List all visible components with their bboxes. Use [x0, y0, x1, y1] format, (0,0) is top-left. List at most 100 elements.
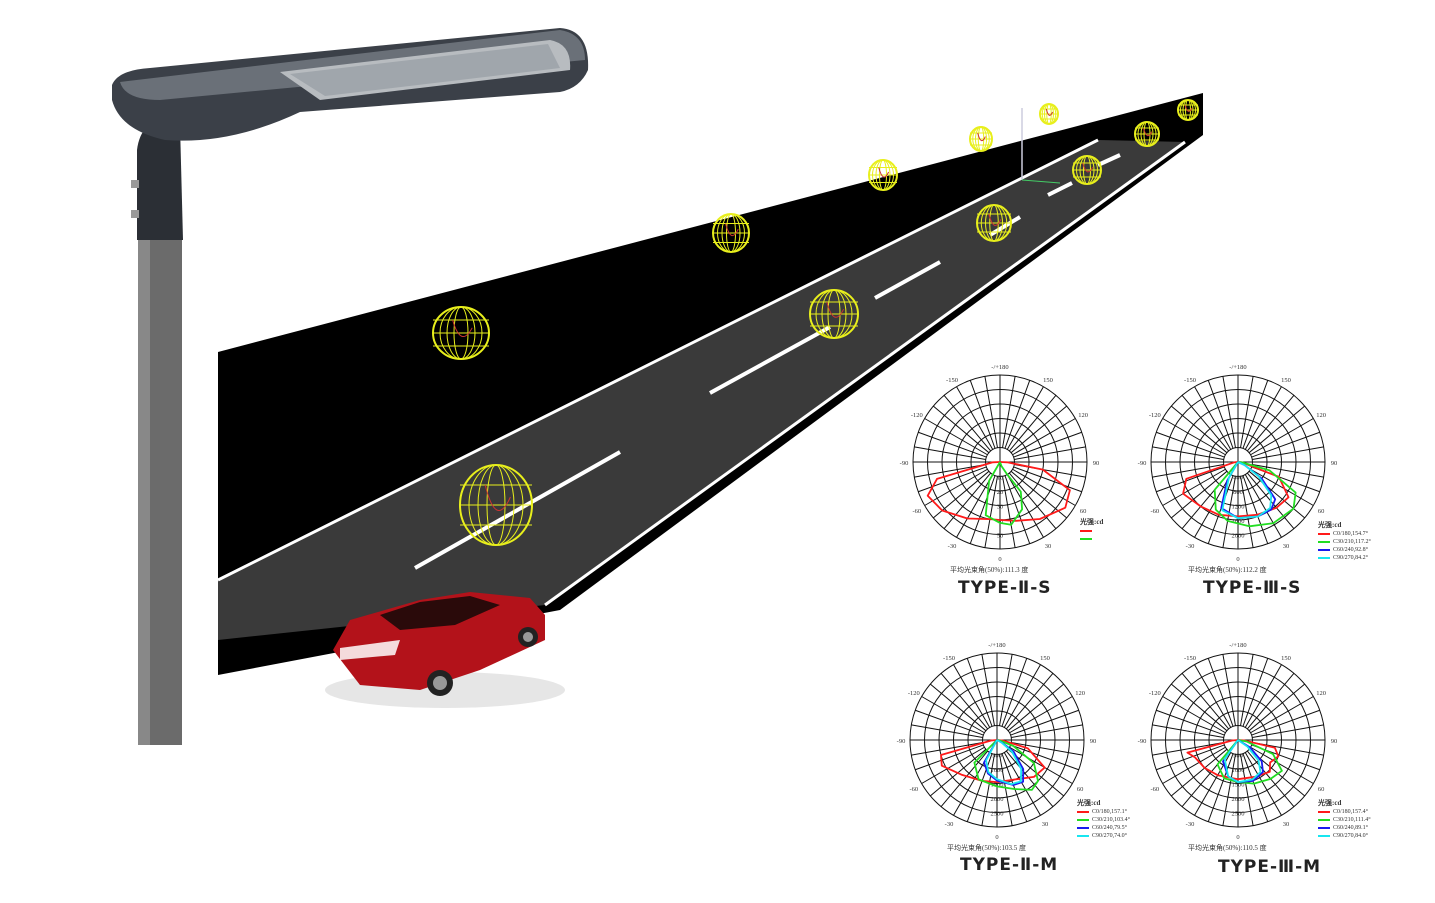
grid-spoke — [940, 750, 989, 807]
ring-tick-label: 1500 — [1232, 782, 1245, 789]
light-distribution-blob — [432, 306, 490, 360]
angle-tick-label: 30 — [1042, 821, 1049, 828]
legend-item: C60/240,89.1° — [1318, 824, 1371, 832]
grid-spoke — [1014, 446, 1086, 460]
light-distribution-blob — [868, 159, 898, 191]
ring-tick-label: 1600 — [1232, 518, 1245, 525]
angle-tick-label: 0 — [1236, 834, 1239, 841]
grid-spoke — [911, 742, 983, 756]
grid-spoke — [1222, 376, 1236, 448]
angle-tick-label: -/+180 — [1229, 642, 1246, 649]
angle-tick-label: -150 — [1184, 655, 1196, 662]
angle-tick-label: 60 — [1318, 508, 1325, 515]
grid-spoke — [984, 376, 998, 448]
grid-spoke — [1010, 744, 1079, 771]
ring-tick-label: 1000 — [991, 767, 1004, 774]
ring-tick-label: 2500 — [1232, 811, 1245, 818]
legend-title: 光强:cd — [1318, 799, 1342, 807]
ring-tick-label: 20 — [997, 489, 1004, 496]
grid-spoke — [924, 468, 988, 506]
light-distribution-blob — [809, 289, 859, 339]
grid-spoke — [1250, 468, 1314, 506]
legend-label: C0/180,154.7° — [1333, 531, 1369, 537]
axis-gizmo — [1021, 179, 1061, 184]
grid-spoke — [953, 664, 991, 728]
legend-swatch — [1318, 835, 1330, 837]
legend-swatch — [1318, 549, 1330, 551]
angle-tick-label: -/+180 — [991, 364, 1008, 371]
angle-tick-label: 90 — [1331, 460, 1338, 467]
legend-label: C30/210,117.2° — [1333, 539, 1371, 545]
legend-label: C30/210,111.4° — [1333, 817, 1371, 823]
intensity-curve-green — [984, 461, 1023, 526]
angle-tick-label: 150 — [1281, 377, 1291, 384]
ring-tick-label: 30 — [997, 504, 1004, 511]
grid-spoke — [1171, 683, 1228, 732]
legend-label: C60/240,89.1° — [1333, 825, 1369, 831]
grid-spoke — [1242, 475, 1269, 544]
angle-tick-label: 150 — [1281, 655, 1291, 662]
grid-spoke — [1010, 405, 1067, 454]
grid-spoke — [969, 380, 996, 449]
angle-tick-label: 30 — [1283, 821, 1290, 828]
grid-spoke — [1240, 376, 1254, 448]
grid-spoke — [1252, 464, 1324, 478]
light-distribution-blob — [1134, 121, 1160, 147]
grid-spoke — [1207, 658, 1234, 727]
chart-legend: 光强:cd — [1080, 517, 1103, 543]
grid-spoke — [1008, 395, 1057, 452]
legend-swatch — [1318, 541, 1330, 543]
grid-spoke — [1240, 476, 1254, 548]
grid-spoke — [1011, 742, 1083, 756]
grid-spoke — [1152, 724, 1224, 738]
legend-swatch — [1077, 811, 1089, 813]
grid-spoke — [924, 418, 988, 456]
light-distribution-blob — [1039, 103, 1059, 125]
grid-spoke — [1171, 405, 1228, 454]
intensity-curve-green — [1213, 461, 1297, 528]
grid-spoke — [966, 658, 993, 727]
ring-tick-label: 2500 — [991, 811, 1004, 818]
grid-spoke — [1252, 724, 1324, 738]
legend-item: C0/180,157.4° — [1318, 808, 1371, 816]
grid-spoke — [1003, 752, 1041, 816]
grid-spoke — [1171, 470, 1228, 519]
legend-label: C60/240,92.8° — [1333, 547, 1369, 553]
angle-tick-label: -150 — [943, 655, 955, 662]
intensity-curve-red — [1186, 739, 1280, 781]
grid-spoke — [921, 696, 985, 734]
legend-label: C90/270,84.2° — [1333, 555, 1369, 561]
grid-spoke — [1242, 658, 1269, 727]
grid-spoke — [1005, 750, 1054, 807]
legend-label: C30/210,103.4° — [1092, 817, 1131, 823]
grid-spoke — [1009, 746, 1073, 784]
grid-spoke — [1250, 746, 1314, 784]
grid-spoke — [1156, 709, 1225, 736]
grid-spoke — [1002, 376, 1016, 448]
grid-spoke — [1004, 380, 1031, 449]
light-distribution-blob — [969, 126, 993, 152]
grid-spoke — [1251, 709, 1320, 736]
legend-item — [1080, 535, 1103, 543]
light-distribution-blob — [1177, 99, 1199, 121]
angle-tick-label: -30 — [1186, 821, 1195, 828]
angle-tick-label: 60 — [1318, 786, 1325, 793]
legend-swatch — [1080, 530, 1092, 532]
grid-spoke — [1001, 658, 1028, 727]
grid-spoke — [1248, 405, 1305, 454]
grid-spoke — [1250, 418, 1314, 456]
legend-swatch — [1318, 557, 1330, 559]
grid-spoke — [1011, 724, 1083, 738]
angle-tick-label: -120 — [908, 690, 920, 697]
grid-spoke — [1244, 664, 1282, 728]
grid-spoke — [914, 446, 986, 460]
grid-spoke — [1194, 664, 1232, 728]
grid-spoke — [981, 654, 995, 726]
angle-tick-label: -90 — [900, 460, 909, 467]
ring-tick-label: 500 — [992, 753, 1002, 760]
legend-title: 光强:cd — [1080, 518, 1104, 526]
legend-swatch — [1077, 827, 1089, 829]
grid-spoke — [1181, 673, 1230, 730]
angle-tick-label: -60 — [913, 508, 922, 515]
